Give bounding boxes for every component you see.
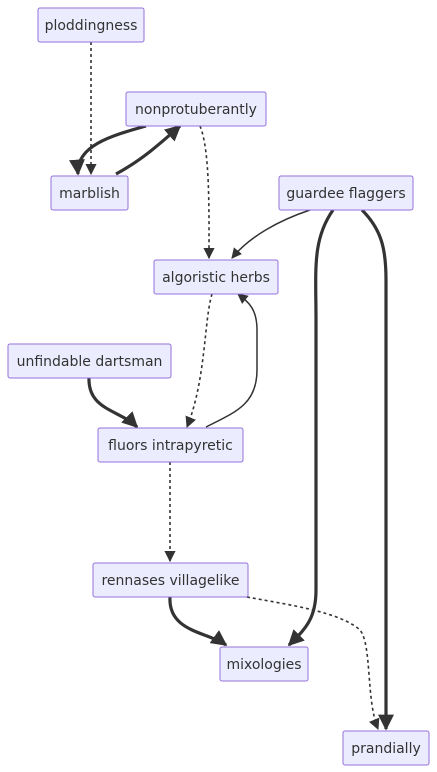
node-mixologies-label: mixologies (226, 657, 301, 673)
node-unfindable-dartsman-label: unfindable dartsman (17, 354, 163, 370)
edge-nonprotuberantly-algoristic-herbs (199, 125, 215, 260)
node-rennases-villagelike[interactable]: rennases villagelike (92, 562, 249, 598)
edge-fluors-intrapyretic-algoristic-herbs (205, 293, 258, 428)
edge-unfindable-dartsman-fluors-intrapyretic (87, 377, 139, 429)
edges (69, 42, 394, 731)
node-rennases-villagelike-label: rennases villagelike (101, 573, 239, 589)
node-ploddingness[interactable]: ploddingness (37, 7, 145, 43)
edge-marblish-nonprotuberantly (115, 124, 182, 176)
node-marblish-label: marblish (59, 186, 120, 202)
edge-algoristic-herbs-fluors-intrapyretic (185, 293, 213, 429)
node-nonprotuberantly-label: nonprotuberantly (135, 102, 257, 118)
node-unfindable-dartsman[interactable]: unfindable dartsman (7, 343, 172, 379)
node-algoristic-herbs[interactable]: algoristic herbs (153, 259, 279, 295)
node-prandially[interactable]: prandially (342, 730, 430, 766)
node-mixologies[interactable]: mixologies (219, 646, 309, 682)
node-prandially-label: prandially (351, 741, 421, 757)
edge-guardee-flaggers-mixologies (287, 209, 335, 647)
node-fluors-intrapyretic-label: fluors intrapyretic (108, 438, 233, 454)
edge-nonprotuberantly-marblish (69, 124, 147, 176)
node-guardee-flaggers-label: guardee flaggers (286, 186, 405, 202)
edge-guardee-flaggers-prandially (360, 208, 394, 731)
node-marblish[interactable]: marblish (50, 175, 129, 211)
node-nonprotuberantly[interactable]: nonprotuberantly (125, 91, 267, 127)
node-guardee-flaggers[interactable]: guardee flaggers (278, 175, 414, 211)
edge-rennases-villagelike-mixologies (168, 596, 228, 647)
edge-guardee-flaggers-algoristic-herbs (231, 209, 311, 259)
node-algoristic-herbs-label: algoristic herbs (162, 270, 270, 286)
node-fluors-intrapyretic[interactable]: fluors intrapyretic (97, 427, 244, 463)
node-ploddingness-label: ploddingness (45, 18, 138, 34)
